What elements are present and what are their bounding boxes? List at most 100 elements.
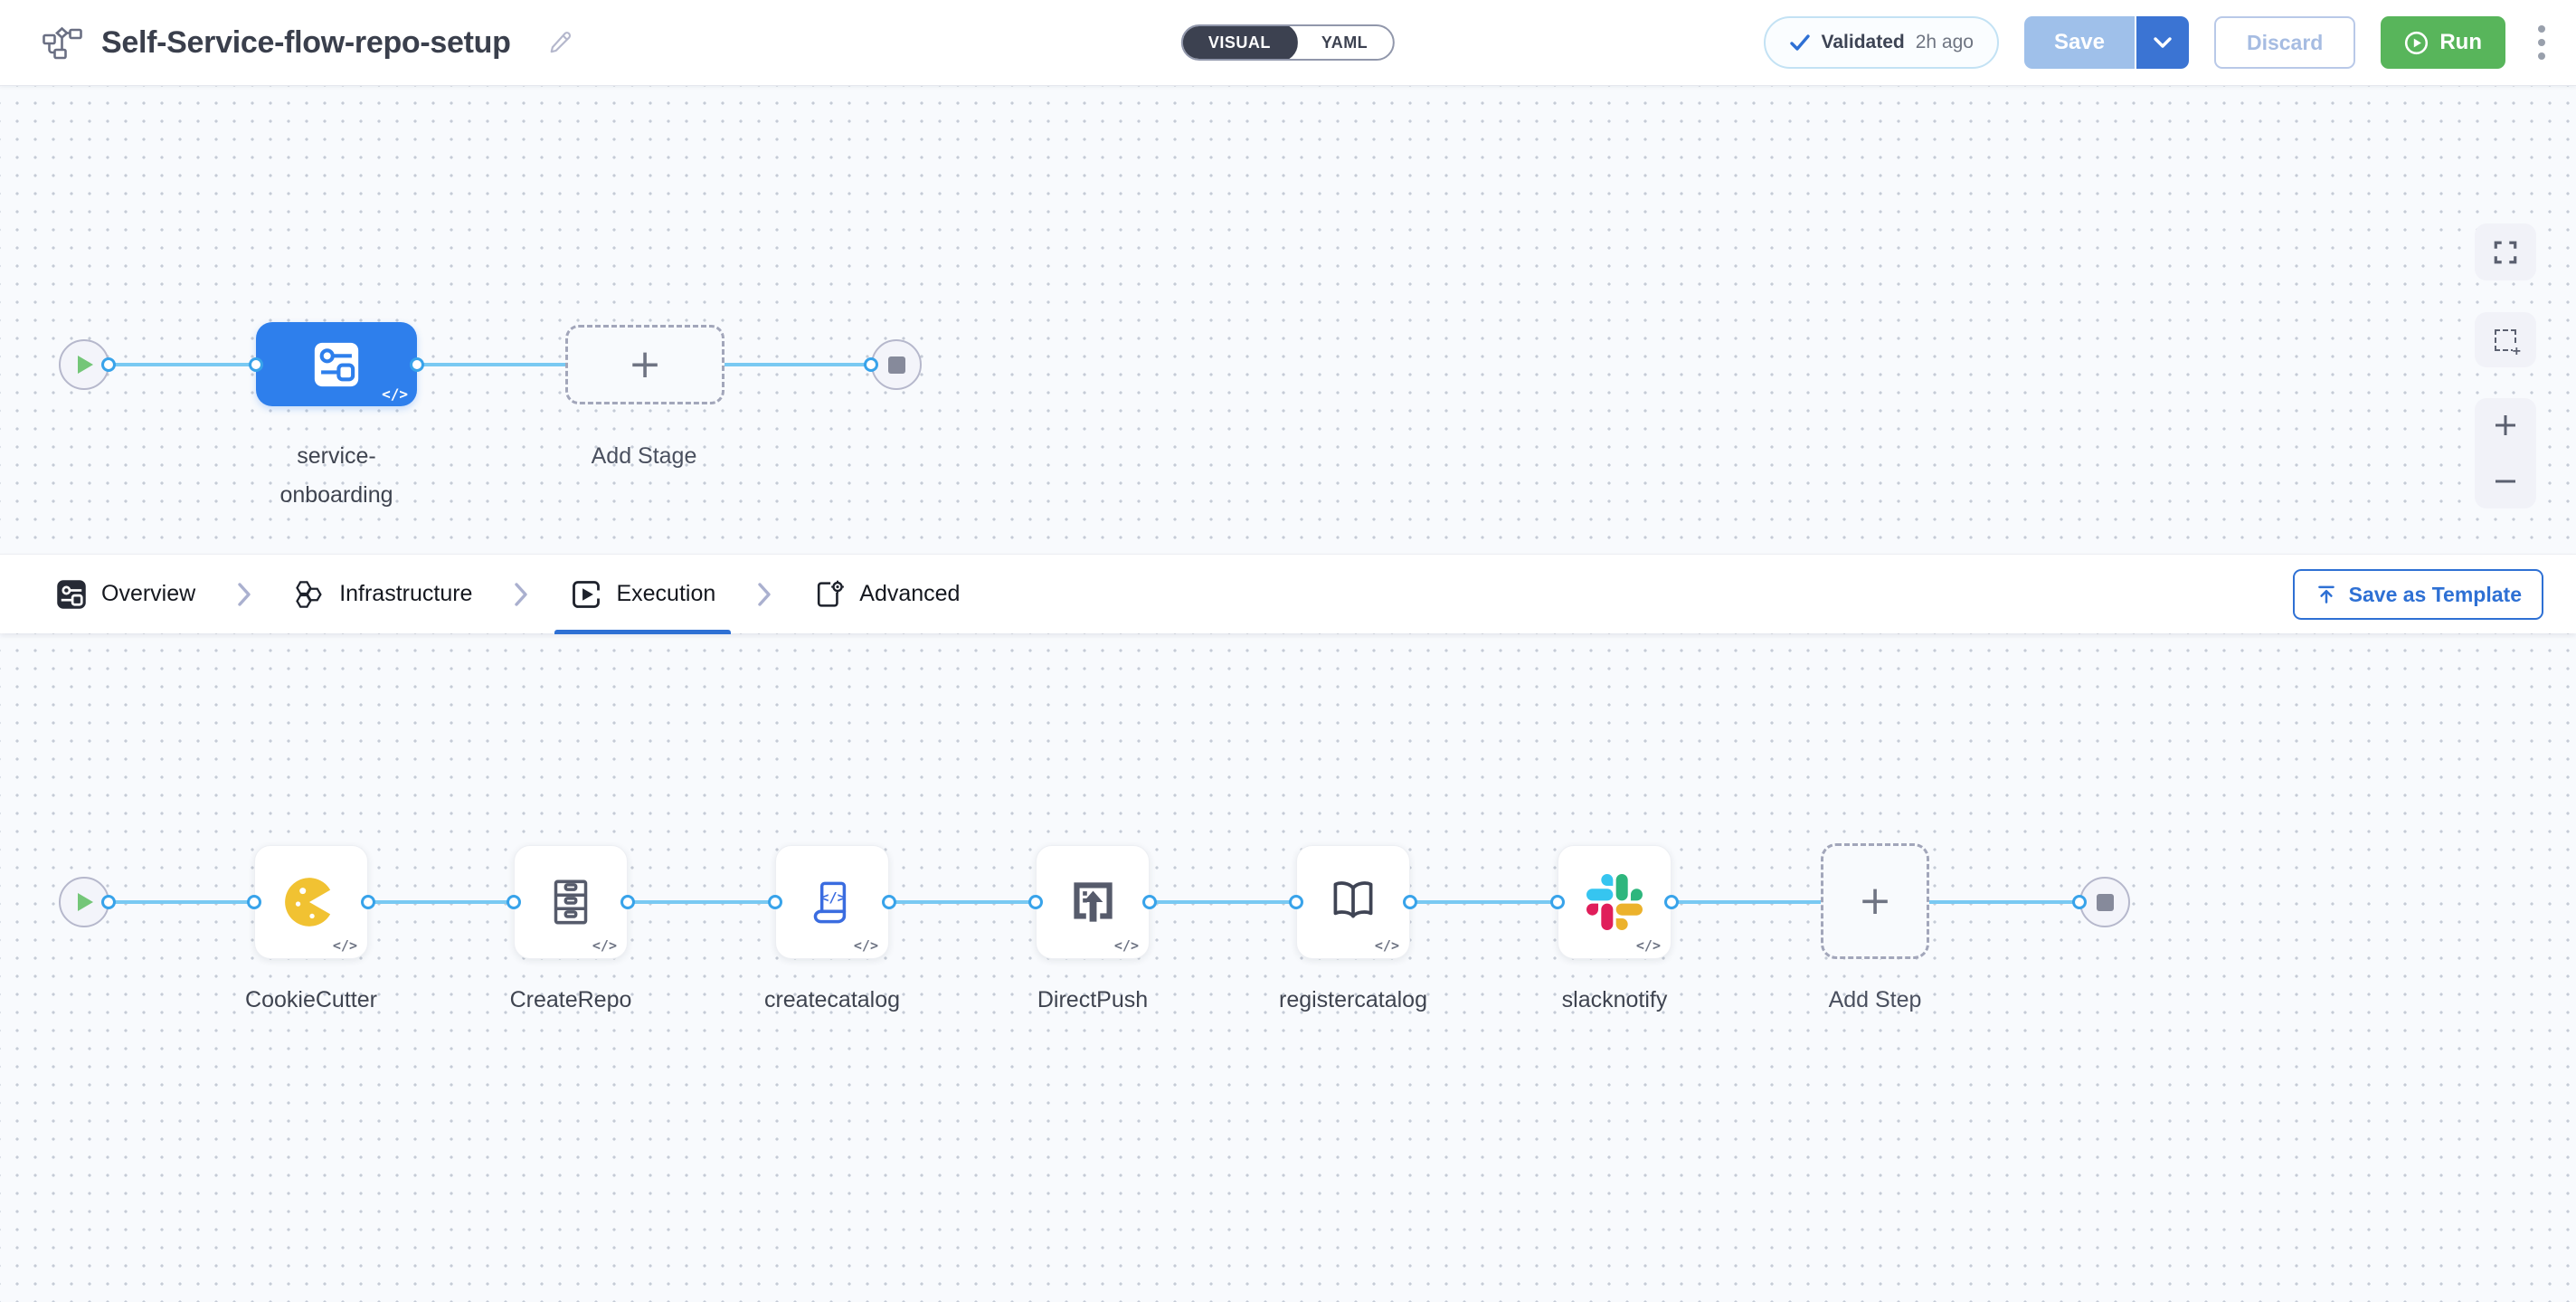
connector-port[interactable] [101,895,116,909]
stage-canvas[interactable]: </> + service- onboarding Add Stage [0,86,2576,554]
connector-port[interactable] [247,895,261,909]
stop-square-icon [887,356,905,374]
connector-port[interactable] [410,357,424,372]
toggle-yaml[interactable]: YAML [1321,33,1368,52]
execution-icon [573,580,601,608]
stage-pipeline-icon [310,338,363,391]
drawer-cabinet-icon [554,879,588,925]
zoom-in-button[interactable] [2493,413,2518,438]
page-title: Self-Service-flow-repo-setup [101,24,511,60]
stage-node-service-onboarding[interactable]: </> [256,322,417,406]
step-label: createcatalog [763,987,901,1012]
connector-port[interactable] [507,895,521,909]
stage-edge-line [84,363,896,366]
connector-port[interactable] [1664,895,1679,909]
connector-port[interactable] [1550,895,1565,909]
stage-code-badge[interactable]: </> [382,385,408,403]
svg-text:</>: </> [820,889,846,906]
step-code-badge[interactable]: </> [853,937,878,954]
slack-icon [1586,874,1643,930]
step-node-slacknotify[interactable]: </> [1558,845,1672,959]
edit-title-pencil-icon[interactable] [547,29,574,56]
connector-port[interactable] [1142,895,1157,909]
execution-canvas[interactable]: </> </> </> </> </> [0,633,2576,1302]
marquee-select-button[interactable] [2475,312,2536,367]
advanced-icon [818,580,845,607]
connector-port[interactable] [1403,895,1417,909]
infrastructure-icon [296,580,322,608]
push-arrow-icon [1074,882,1113,922]
stage-tab-bar: Overview Infrastructure Execution [0,554,2576,634]
connector-port[interactable] [768,895,782,909]
overview-icon [57,579,86,609]
step-node-registercatalog[interactable]: </> [1296,845,1410,959]
connector-port[interactable] [361,895,375,909]
connector-port[interactable] [1028,895,1043,909]
marquee-select-icon [2495,328,2521,359]
step-code-badge[interactable]: </> [592,937,617,954]
validated-time: 2h ago [1915,32,1974,52]
validated-status: Validated [1821,32,1905,52]
pipeline-flow-icon [42,24,83,62]
upload-icon [2317,585,2334,603]
tab-execution[interactable]: Execution [554,555,732,634]
step-node-createcatalog[interactable]: </> </> [775,845,889,959]
plus-icon: + [1858,878,1892,924]
run-label: Run [2439,30,2482,54]
chevron-down-icon [2153,36,2173,49]
step-code-badge[interactable]: </> [1113,937,1139,954]
save-button[interactable]: Save [2023,16,2136,69]
add-step-label: Add Step [1828,987,1922,1012]
zoom-out-button[interactable] [2493,469,2518,494]
save-split-button: Save [2023,16,2189,69]
step-label: CreateRepo [509,987,632,1012]
connector-port[interactable] [101,357,116,372]
toggle-visual[interactable]: VISUAL [1182,26,1298,59]
pipeline-end-node [871,339,922,390]
chevron-right-icon [756,581,772,608]
step-label: registercatalog [1279,987,1427,1012]
connector-port[interactable] [1289,895,1303,909]
step-label: DirectPush [1037,987,1149,1012]
connector-port[interactable] [864,357,878,372]
cookiecutter-icon [285,878,331,927]
more-options-menu[interactable] [2531,20,2552,65]
plus-icon: + [628,341,662,387]
add-stage-button[interactable]: + [565,325,724,404]
step-node-cookiecutter[interactable]: </> [254,845,368,959]
chevron-right-icon [236,581,252,608]
pipeline-start-node [59,339,109,390]
play-circle-icon [2404,31,2429,55]
connector-port[interactable] [249,357,263,372]
tab-infrastructure[interactable]: Infrastructure [278,555,488,634]
validated-badge[interactable]: Validated 2h ago [1763,16,1999,69]
execution-start-node [59,877,109,927]
step-code-badge[interactable]: </> [1374,937,1399,954]
discard-button[interactable]: Discard [2213,16,2356,69]
open-book-icon [1333,881,1373,918]
pipeline-header: Self-Service-flow-repo-setup VISUAL YAML… [0,0,2576,86]
connector-port[interactable] [2072,895,2087,909]
tab-overview[interactable]: Overview [40,555,211,634]
chevron-right-icon [513,581,529,608]
step-code-badge[interactable]: </> [332,937,357,954]
step-node-directpush[interactable]: </> [1036,845,1150,959]
step-node-createrepo[interactable]: </> [514,845,628,959]
add-step-button[interactable]: + [1821,843,1929,959]
stop-square-icon [2096,893,2114,911]
save-as-template-button[interactable]: Save as Template [2292,569,2543,620]
fit-screen-icon [2494,241,2517,263]
start-play-icon [78,356,93,374]
tab-advanced[interactable]: Advanced [798,555,975,634]
connector-port[interactable] [882,895,896,909]
code-scroll-icon: </> [813,881,847,924]
check-icon [1789,33,1811,52]
fit-to-screen-button[interactable] [2475,223,2536,280]
step-label: slacknotify [1561,987,1668,1012]
visual-yaml-toggle: VISUAL YAML [1180,24,1396,61]
run-button[interactable]: Run [2381,16,2505,69]
save-dropdown-button[interactable] [2136,16,2189,69]
step-code-badge[interactable]: </> [1635,937,1661,954]
connector-port[interactable] [620,895,635,909]
step-label: CookieCutter [245,987,377,1012]
